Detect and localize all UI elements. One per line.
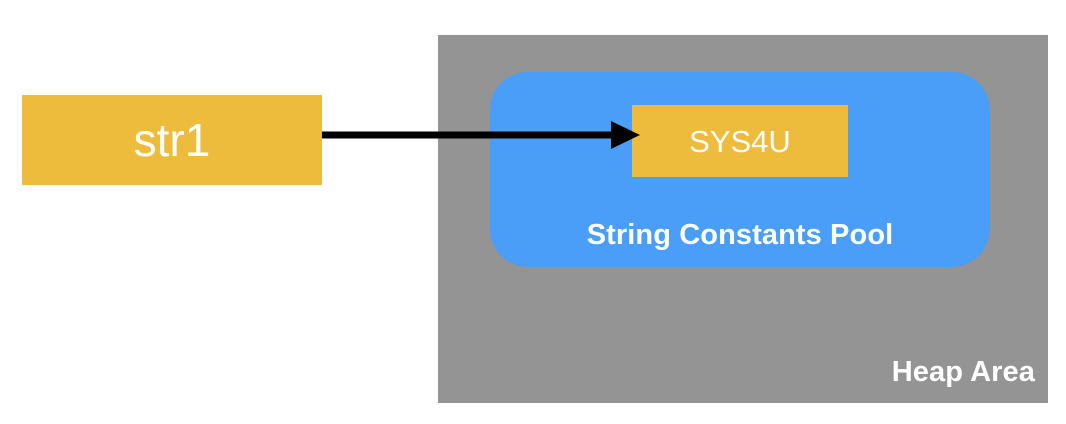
heap-area-label: Heap Area <box>891 356 1035 388</box>
interned-string-box: SYS4U <box>632 105 848 177</box>
string-constants-pool-region: SYS4U String Constants Pool <box>490 72 990 267</box>
interned-string-label: SYS4U <box>689 123 791 159</box>
variable-box-str1: str1 <box>22 95 322 185</box>
reference-arrow-icon <box>322 121 640 149</box>
heap-area-region: SYS4U String Constants Pool Heap Area <box>438 35 1048 403</box>
variable-name-label: str1 <box>133 114 211 166</box>
string-constants-pool-label: String Constants Pool <box>586 219 894 251</box>
